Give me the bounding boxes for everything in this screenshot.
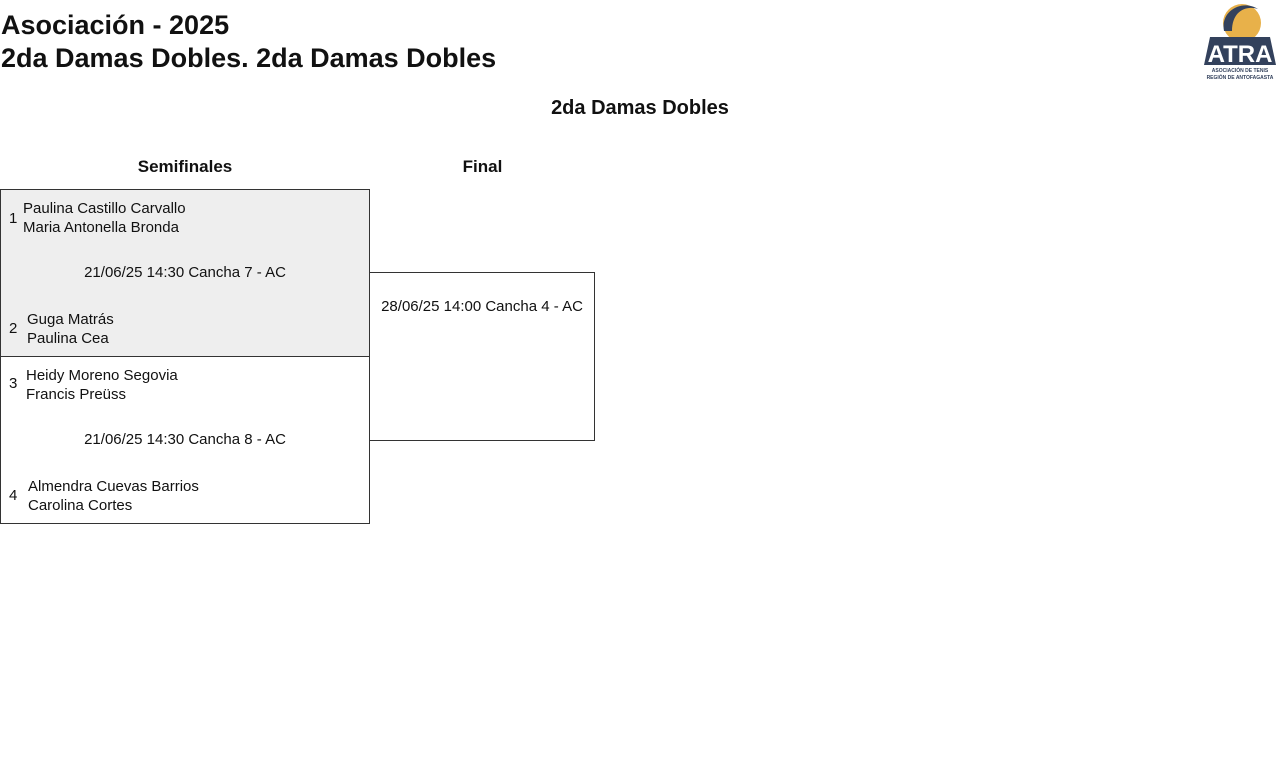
svg-text:REGIÓN DE ANTOFAGASTA: REGIÓN DE ANTOFAGASTA: [1207, 73, 1274, 81]
svg-text:ATRA: ATRA: [1208, 41, 1273, 68]
team-3: Heidy Moreno Segovia Francis Preüss: [26, 366, 178, 404]
semifinal-match-1[interactable]: 1 Paulina Castillo Carvallo Maria Antone…: [0, 189, 370, 357]
semifinal-match-2[interactable]: 3 Heidy Moreno Segovia Francis Preüss 21…: [0, 356, 370, 524]
match-info: 28/06/25 14:00 Cancha 4 - AC: [381, 298, 583, 315]
team-1: Paulina Castillo Carvallo Maria Antonell…: [23, 199, 186, 237]
page-title: Asociación - 2025: [1, 10, 230, 40]
round-header-semifinales: Semifinales: [137, 157, 233, 176]
player-name: Heidy Moreno Segovia: [26, 367, 178, 384]
team-2: Guga Matrás Paulina Cea: [27, 310, 114, 348]
player-name: Carolina Cortes: [28, 497, 133, 514]
player-name: Paulina Castillo Carvallo: [23, 200, 186, 217]
final-match[interactable]: 28/06/25 14:00 Cancha 4 - AC: [369, 272, 595, 441]
seed-number: 3: [9, 375, 18, 392]
seed-number: 1: [9, 210, 18, 227]
atra-logo: ATRA ASOCIACIÓN DE TENIS REGIÓN DE ANTOF…: [1204, 4, 1276, 81]
page-subtitle: 2da Damas Dobles. 2da Damas Dobles: [1, 43, 497, 73]
player-name: Maria Antonella Bronda: [23, 219, 179, 236]
draw-title: 2da Damas Dobles: [551, 97, 729, 119]
player-name: Francis Preüss: [26, 386, 127, 403]
seed-number: 4: [9, 487, 18, 504]
player-name: Guga Matrás: [27, 311, 114, 328]
player-name: Paulina Cea: [27, 330, 109, 347]
match-info: 21/06/25 14:30 Cancha 7 - AC: [84, 264, 286, 281]
match-info: 21/06/25 14:30 Cancha 8 - AC: [84, 431, 286, 448]
team-4: Almendra Cuevas Barrios Carolina Cortes: [28, 477, 199, 515]
svg-text:ASOCIACIÓN DE TENIS: ASOCIACIÓN DE TENIS: [1212, 66, 1269, 74]
seed-number: 2: [9, 320, 18, 337]
player-name: Almendra Cuevas Barrios: [28, 478, 199, 495]
round-header-final: Final: [462, 157, 503, 176]
